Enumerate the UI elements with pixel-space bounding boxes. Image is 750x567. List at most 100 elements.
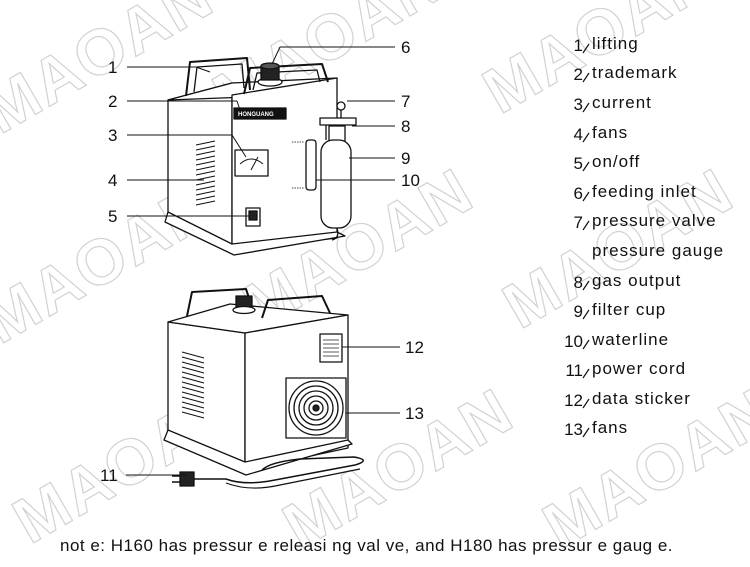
legend-item: 13 fans <box>564 418 628 439</box>
legend-bullet-mark <box>582 398 590 409</box>
legend-bullet-mark <box>582 161 590 172</box>
legend-item: 8 gas output <box>574 271 681 292</box>
legend-item-num: 6 <box>574 184 583 203</box>
legend-item: pressure gauge <box>592 241 724 260</box>
front-device: HONGUANG <box>164 57 357 256</box>
legend-bullet-mark <box>582 368 590 379</box>
legend-item: 7 pressure valve <box>574 211 717 232</box>
gas-output-connector <box>319 117 357 126</box>
power-cord <box>190 456 364 484</box>
legend-item-num: 11 <box>565 361 583 380</box>
rear-fan-ring-3 <box>298 390 334 426</box>
legend-item: 4 fans <box>574 123 628 144</box>
legend-item: 1 lifting <box>574 34 639 55</box>
power-switch-rocker <box>248 210 258 221</box>
legend-item: 9 filter cup <box>574 300 666 321</box>
front-callout-lines <box>127 46 395 217</box>
filter-cup <box>320 139 352 229</box>
current-meter-scale <box>239 158 264 165</box>
legend-bullet-mark <box>582 72 590 83</box>
current-meter-needle <box>250 156 259 171</box>
lifting-handle-rear-inner <box>193 63 245 93</box>
legend-item-label: power cord <box>592 359 686 378</box>
feeding-inlet-top <box>260 62 280 70</box>
rear-fan-ring-1 <box>288 380 344 436</box>
callout-11: 11 <box>100 466 118 485</box>
callout-12: 12 <box>405 338 424 357</box>
legend-item-label: feeding inlet <box>592 182 697 201</box>
legend-item-num: 8 <box>574 273 583 292</box>
legend-bullet-mark <box>582 309 590 320</box>
current-meter <box>234 149 269 177</box>
callout-2: 2 <box>108 92 117 111</box>
legend-item: 11 power cord <box>565 359 686 380</box>
callout-4: 4 <box>108 171 117 190</box>
back-feeding-inlet-base <box>232 305 256 315</box>
back-callout-lines <box>126 346 400 476</box>
legend-item: 10 waterline <box>564 330 669 351</box>
back-base <box>163 429 353 476</box>
callout-13: 13 <box>405 404 424 423</box>
legend-item-label: waterline <box>591 330 669 349</box>
legend-item-label: filter cup <box>592 300 666 319</box>
back-lifting-handle-right <box>261 295 331 319</box>
legend-item-label: data sticker <box>592 389 691 408</box>
legend-item-num: 5 <box>574 154 583 173</box>
legend-item-num: 9 <box>574 302 583 321</box>
legend-bullet-mark <box>582 132 590 143</box>
rear-fan-ring-2 <box>293 385 339 431</box>
legend-item: 2 trademark <box>574 63 678 84</box>
legend-item-num: 12 <box>564 391 583 410</box>
front-callouts: 1 2 3 4 5 6 7 8 9 10 <box>108 38 420 226</box>
legend-item-label: fans <box>592 418 628 437</box>
callout-1: 1 <box>108 58 117 77</box>
lifting-handle-front <box>243 63 329 95</box>
callout-3: 3 <box>108 126 117 145</box>
legend-item: 3 current <box>574 93 652 114</box>
legend-item-label: pressure valve <box>592 211 717 230</box>
legend-bullet-mark <box>582 339 590 350</box>
pressure-gauge <box>336 101 346 111</box>
legend-item-label: gas output <box>592 271 681 290</box>
legend-item-label: trademark <box>592 63 678 82</box>
side-vents <box>195 140 216 206</box>
back-side-vents <box>181 351 205 419</box>
legend-item-label: on/off <box>592 152 640 171</box>
trademark-text: HONGUANG <box>238 112 274 118</box>
legend-item-label: fans <box>592 123 628 142</box>
legend-item-num: 10 <box>564 332 583 351</box>
legend-item-label: lifting <box>592 34 639 53</box>
legend-bullet-mark <box>582 191 590 202</box>
power-plug <box>179 471 195 487</box>
power-cord-return <box>225 468 361 489</box>
legend-item-num: 4 <box>574 125 583 144</box>
legend-item-label: pressure gauge <box>592 241 724 260</box>
legend-bullet-mark <box>582 280 590 291</box>
callout-10: 10 <box>401 171 420 190</box>
legend-item-num: 1 <box>574 36 583 55</box>
callout-8: 8 <box>401 117 410 136</box>
callout-6: 6 <box>401 38 410 57</box>
callout-9: 9 <box>401 149 410 168</box>
front-base <box>164 211 346 256</box>
rear-fan-ring-5 <box>308 400 324 416</box>
legend-item-label: current <box>592 93 652 112</box>
legend-bullet-mark <box>582 427 590 438</box>
legend-item-num: 13 <box>564 420 583 439</box>
legend-item: 5 on/off <box>574 152 640 173</box>
waterline-window <box>305 139 317 191</box>
legend-bullet-mark <box>582 102 590 113</box>
legend-item: 6 feeding inlet <box>574 182 697 203</box>
footnote: not e: H160 has pressur e releasi ng val… <box>60 536 673 555</box>
legend: 1 lifting 2 trademark 3 current 4 fans 5… <box>564 34 724 439</box>
callout-5: 5 <box>108 207 117 226</box>
filter-cup-tube <box>331 227 339 241</box>
callout-7: 7 <box>401 92 410 111</box>
legend-item-num: 3 <box>574 95 583 114</box>
legend-item: 12 data sticker <box>564 389 691 410</box>
lifting-handle-front-inner <box>252 69 321 91</box>
legend-bullet-mark <box>582 220 590 231</box>
back-device <box>163 288 364 489</box>
legend-bullet-mark <box>582 43 590 54</box>
